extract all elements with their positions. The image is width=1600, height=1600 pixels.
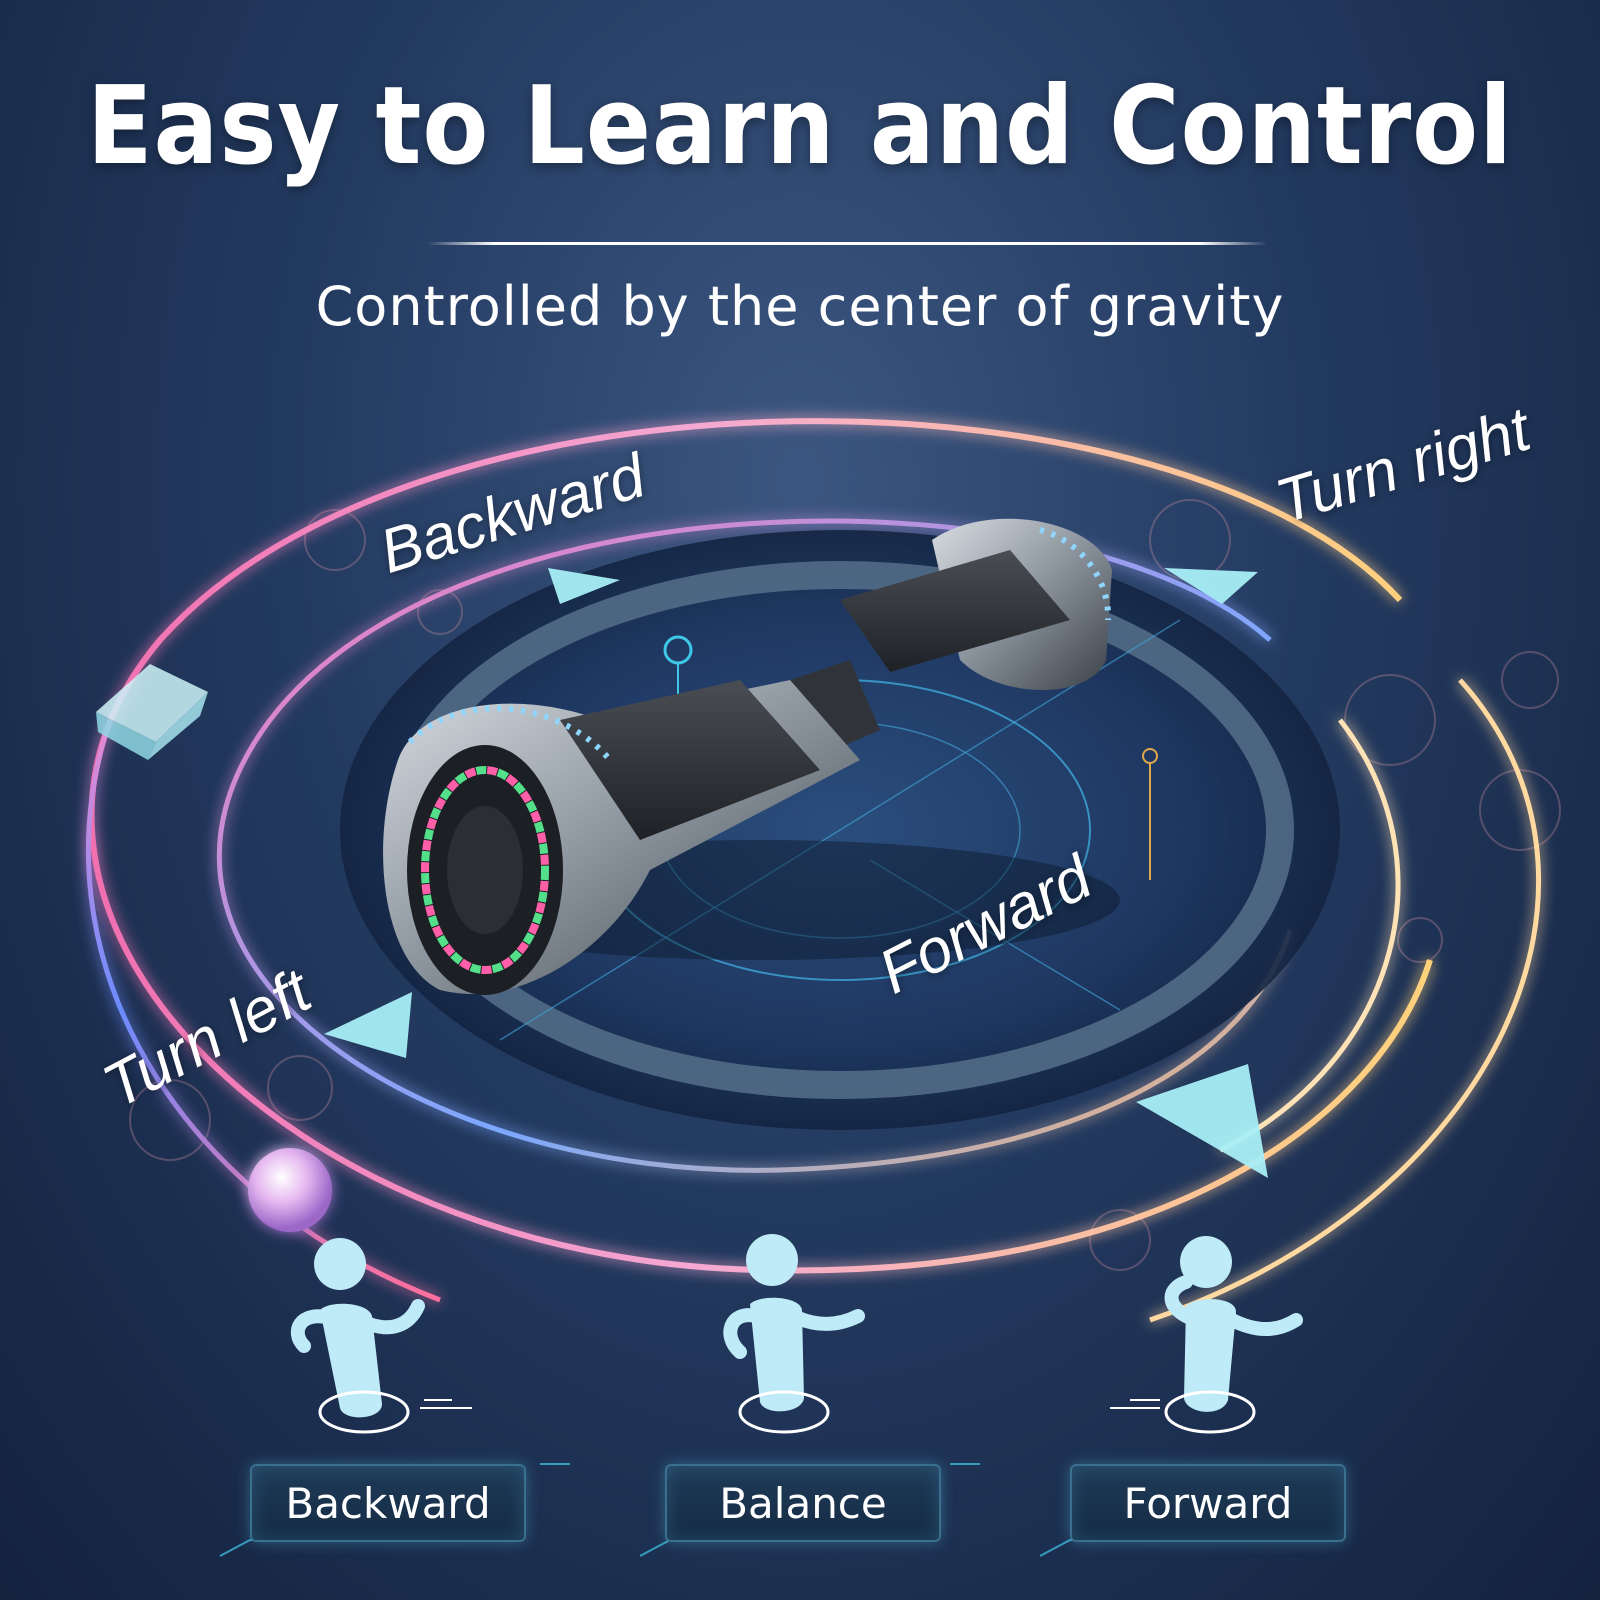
mode-label: Backward: [285, 1478, 491, 1528]
bokeh-circles: [129, 499, 1561, 1271]
hoverboard-image: [383, 518, 1120, 995]
mode-panel-backward: Backward: [250, 1464, 526, 1542]
arrow-turn-right-icon: [1164, 568, 1258, 604]
arrow-turn-left-icon: [324, 992, 412, 1058]
mode-panel-forward: Forward: [1070, 1464, 1346, 1542]
mode-label: Forward: [1123, 1478, 1293, 1528]
cube-icon: [96, 664, 208, 760]
rider-leaning-forward-icon: [1110, 1236, 1303, 1434]
arrow-forward-icon: [1136, 1064, 1268, 1178]
subheadline: Controlled by the center of gravity: [315, 275, 1285, 338]
orb-icon: [248, 1148, 332, 1232]
rider-leaning-back-icon: [290, 1238, 472, 1434]
arrow-backward-icon: [548, 568, 620, 604]
mode-panel-balance: Balance: [665, 1464, 941, 1542]
direction-arrows: [324, 568, 1268, 1178]
rider-upright-icon: [723, 1234, 865, 1434]
headline: Easy to Learn and Control: [86, 63, 1514, 189]
mode-label: Balance: [719, 1478, 887, 1528]
title-divider: [427, 242, 1267, 245]
